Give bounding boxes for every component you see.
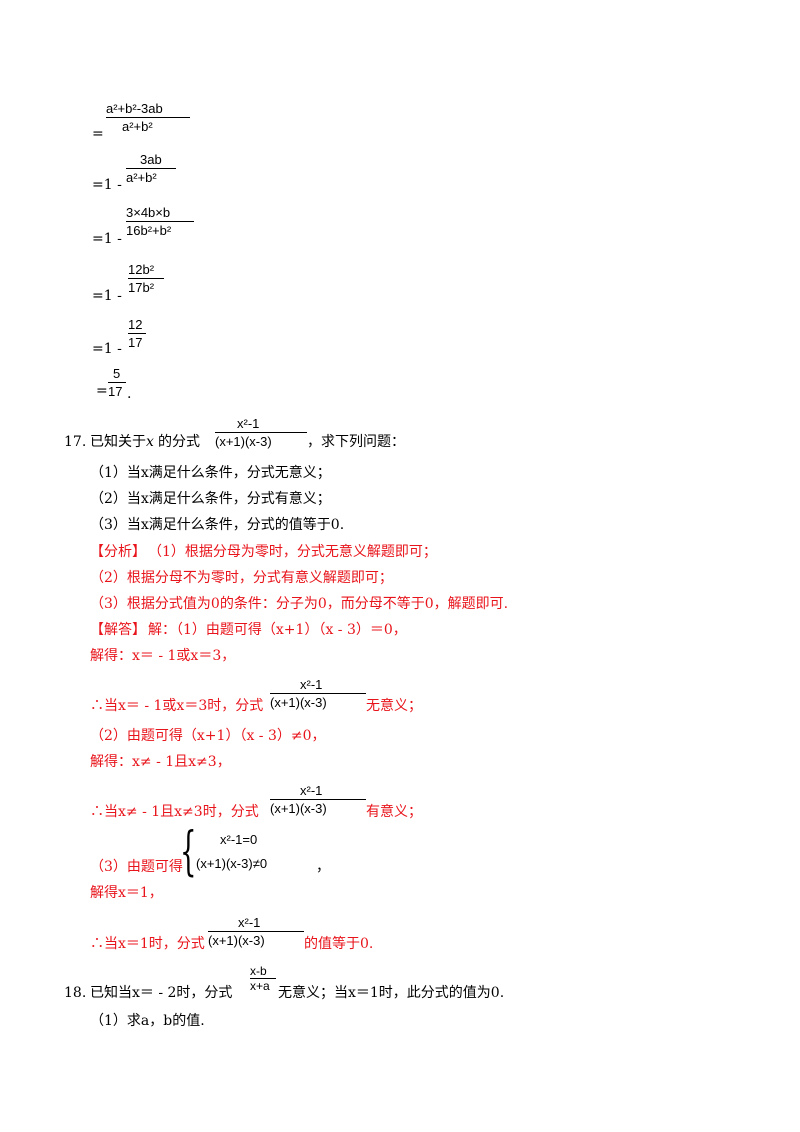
numerator: 3×4b×b — [126, 205, 171, 220]
system-brace: { — [180, 822, 197, 882]
denominator: (x+1)(x-3) — [215, 434, 272, 449]
denominator: 17 — [108, 384, 123, 399]
question-17-stem-c: ，求下列问题： — [307, 434, 405, 450]
answer-fraction-3: x²-1 (x+1)(x-3) — [208, 914, 304, 949]
numerator: x²-1 — [300, 677, 323, 692]
answer-step-8: 解得x＝1， — [90, 885, 163, 901]
equals-prefix-1: = — [92, 126, 104, 142]
answer-step-2: 解得：x＝ - 1或x＝3， — [90, 648, 236, 664]
numerator: x²-1 — [300, 783, 323, 798]
denominator: 17 — [128, 335, 143, 350]
analysis-tag: 【分析】 — [90, 544, 146, 560]
system-equation-1: x²-1=0 — [220, 832, 258, 847]
answer-step-3a: ∴当x＝ - 1或x＝3时，分式 — [90, 698, 264, 714]
question-17-fraction: x²-1 (x+1)(x-3) — [215, 415, 307, 450]
denominator: a²+b² — [126, 170, 157, 185]
question-17-sub-3: （3）当x满足什么条件，分式的值等于0. — [90, 517, 345, 533]
question-18-stem-b: 无意义；当x＝1时，此分式的值为0. — [278, 985, 505, 1001]
equals-prefix-4: =1 - — [92, 288, 122, 304]
denominator: a²+b² — [122, 119, 153, 134]
answer-step-9a: ∴当x＝1时，分式 — [90, 936, 205, 952]
numerator: x²-1 — [238, 915, 261, 930]
equals-prefix-3: =1 - — [92, 231, 122, 247]
numerator: 5 — [113, 366, 121, 381]
question-18-sub-1: （1）求a，b的值. — [90, 1013, 205, 1029]
numerator: x²-1 — [237, 416, 260, 431]
system-comma: ， — [316, 859, 330, 875]
analysis-line-3: （3）根据分式值为0的条件：分子为0，而分母不等于0，解题即可. — [90, 596, 509, 612]
variable-x: x — [146, 434, 154, 450]
question-18-number: 18. — [64, 985, 87, 1001]
numerator: a²+b²-3ab — [106, 101, 163, 116]
fraction-line-1: a²+b²-3ab a²+b² — [106, 100, 190, 135]
numerator: 12 — [128, 317, 143, 332]
answer-step-7a: （3）由题可得 — [90, 859, 183, 875]
analysis-line-1: （1）根据分母为零时，分式无意义解题即可； — [148, 544, 437, 560]
numerator: 12b² — [128, 262, 155, 277]
fraction-line-3: 3×4b×b 16b²+b² — [126, 204, 194, 239]
question-17-sub-1: （1）当x满足什么条件，分式无意义； — [90, 465, 331, 481]
question-17-sub-2: （2）当x满足什么条件，分式有意义； — [90, 491, 331, 507]
equals-prefix-5: =1 - — [92, 341, 122, 357]
fraction-line-6: 5 17 — [108, 365, 126, 400]
answer-step-1: 解：（1）由题可得（x+1）（x - 3）＝0， — [148, 622, 407, 638]
fraction-line-2: 3ab a²+b² — [126, 151, 176, 186]
answer-step-6a: ∴当x≠ - 1且x≠3时，分式 — [90, 804, 259, 820]
question-17-stem-b: 的分式 — [158, 434, 200, 450]
answer-fraction-1: x²-1 (x+1)(x-3) — [270, 676, 366, 711]
system-equation-2: (x+1)(x-3)≠0 — [196, 856, 268, 871]
denominator: (x+1)(x-3) — [270, 801, 327, 816]
answer-step-4: （2）由题可得（x+1）（x - 3）≠0， — [90, 728, 326, 744]
denominator: 16b²+b² — [126, 223, 172, 238]
denominator: x+a — [250, 979, 270, 993]
answer-step-5: 解得：x≠ - 1且x≠3， — [90, 754, 231, 770]
equals-prefix-2: =1 - — [92, 177, 122, 193]
question-18-stem-a: 已知当x＝ - 2时，分式 — [90, 985, 233, 1001]
question-17-stem-a: 已知关于 — [90, 434, 146, 450]
equals-prefix-6: = — [96, 383, 108, 399]
denominator: (x+1)(x-3) — [270, 695, 327, 710]
fraction-line-5: 12 17 — [128, 316, 146, 351]
answer-step-3b: 无意义； — [366, 698, 422, 714]
numerator: 3ab — [140, 152, 162, 167]
numerator: x-b — [250, 964, 267, 978]
answer-step-6b: 有意义； — [366, 804, 422, 820]
denominator: (x+1)(x-3) — [208, 933, 265, 948]
denominator: 17b² — [128, 280, 155, 295]
answer-fraction-2: x²-1 (x+1)(x-3) — [270, 782, 366, 817]
period: . — [127, 386, 132, 402]
question-17-number: 17. — [64, 434, 87, 450]
answer-step-9b: 的值等于0. — [304, 936, 374, 952]
answer-tag: 【解答】 — [90, 622, 146, 638]
fraction-line-4: 12b² 17b² — [128, 261, 164, 296]
analysis-line-2: （2）根据分母不为零时，分式有意义解题即可； — [90, 570, 393, 586]
question-18-fraction: x-b x+a — [250, 964, 276, 993]
